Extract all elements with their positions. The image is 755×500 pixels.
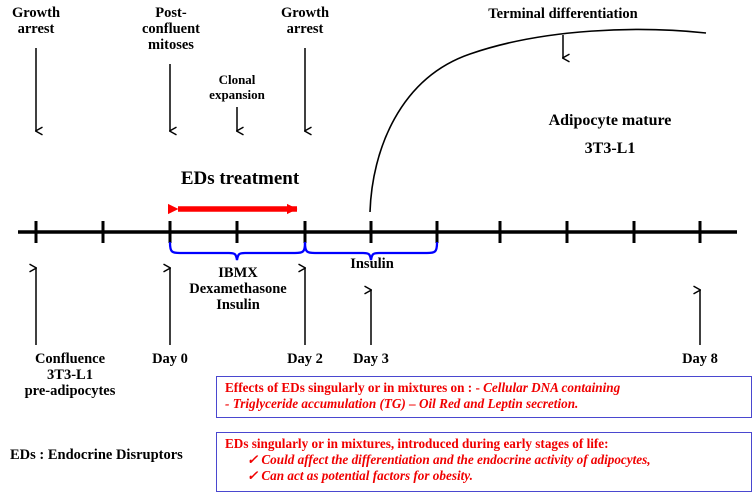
brace-insulin	[303, 241, 439, 261]
effects-line-1-italic: Cellular DNA containing	[483, 380, 621, 395]
effects-line-1: Effects of EDs singularly or in mixtures…	[225, 380, 745, 396]
label-confluence-preadipocytes: Confluence 3T3-L1 pre-adipocytes	[24, 351, 116, 400]
effects-callout-box: Effects of EDs singularly or in mixtures…	[216, 376, 752, 418]
label-adipocyte-cell-line: 3T3-L1	[584, 140, 636, 157]
label-clonal-expansion: Clonal expansion	[209, 72, 265, 102]
label-post-confluent-mitoses: Post- confluent mitoses	[142, 5, 200, 54]
conclusions-callout-box: EDs singularly or in mixtures, introduce…	[216, 432, 752, 492]
brace-ibmx-dex-insulin	[168, 241, 307, 261]
label-growth-arrest-right: Growth arrest	[280, 5, 330, 38]
effects-line-1-bold: Effects of EDs singularly or in mixtures…	[225, 380, 484, 395]
label-day-2: Day 2	[287, 351, 323, 367]
label-adipocyte-mature: Adipocyte mature	[548, 112, 672, 129]
conclusions-bullet-2: ✓ Can act as potential factors for obesi…	[225, 468, 745, 484]
label-growth-arrest-left: Growth arrest	[11, 5, 61, 38]
top-event-arrows	[36, 35, 563, 131]
bottom-day-arrows	[36, 268, 700, 345]
conclusions-bullet-1-text: ✓ Could affect the differentiation and t…	[247, 452, 651, 468]
conclusions-bullet-2-text: ✓ Can act as potential factors for obesi…	[247, 468, 473, 484]
label-eds-treatment: EDs treatment	[180, 168, 300, 189]
conclusions-heading: EDs singularly or in mixtures, introduce…	[225, 436, 609, 451]
conclusions-bullet-1: ✓ Could affect the differentiation and t…	[225, 452, 745, 468]
effects-line-2: - Triglyceride accumulation (TG) – Oil R…	[225, 396, 745, 412]
label-insulin: Insulin	[350, 256, 394, 272]
label-day-8: Day 8	[682, 351, 718, 367]
label-terminal-differentiation: Terminal differentiation	[488, 6, 638, 22]
label-eds-legend: EDs : Endocrine Disruptors	[10, 447, 183, 463]
differentiation-curve	[369, 28, 707, 213]
label-ibmx-dexamethasone-insulin: IBMX Dexamethasone Insulin	[189, 265, 287, 314]
label-day-0: Day 0	[152, 351, 188, 367]
label-day-3: Day 3	[353, 351, 389, 367]
timeline-ticks	[34, 221, 702, 243]
effects-line-2-italic: - Triglyceride accumulation (TG) – Oil R…	[225, 396, 579, 412]
